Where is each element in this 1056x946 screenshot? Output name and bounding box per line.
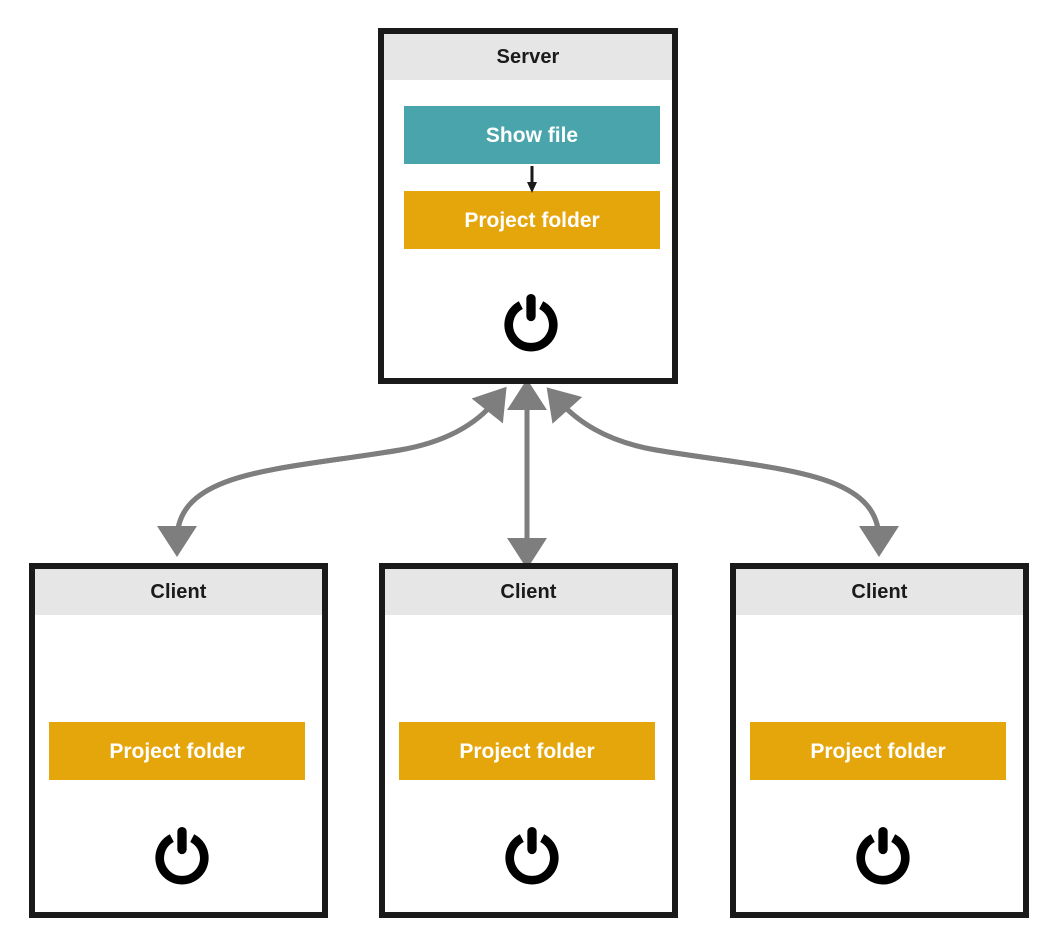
server-title: Server bbox=[496, 46, 560, 68]
client-title-3: Client bbox=[851, 581, 908, 603]
server-inner-down-arrow-icon bbox=[527, 166, 537, 193]
client-power-icon-3[interactable] bbox=[852, 825, 914, 887]
server-header: Server bbox=[384, 34, 672, 80]
server-project-folder-label: Project folder bbox=[464, 208, 600, 232]
client-header-1: Client bbox=[35, 569, 322, 615]
server-power-icon[interactable] bbox=[500, 292, 562, 354]
client-project-folder-label-2: Project folder bbox=[459, 739, 595, 763]
client-node-2[interactable]: Client Project folder bbox=[379, 563, 678, 918]
client-power-icon-2[interactable] bbox=[501, 825, 563, 887]
client-node-3[interactable]: Client Project folder bbox=[730, 563, 1029, 918]
client-project-folder-label-3: Project folder bbox=[810, 739, 946, 763]
server-show-file-label: Show file bbox=[485, 123, 579, 147]
server-show-file-bar[interactable]: Show file bbox=[404, 106, 660, 164]
client-project-folder-bar-1[interactable]: Project folder bbox=[49, 722, 305, 780]
client-project-folder-label-1: Project folder bbox=[109, 739, 245, 763]
server-node[interactable]: Server Show file Project folder bbox=[378, 28, 678, 384]
client-header-2: Client bbox=[385, 569, 672, 615]
client-project-folder-bar-3[interactable]: Project folder bbox=[750, 722, 1006, 780]
server-project-folder-bar[interactable]: Project folder bbox=[404, 191, 660, 249]
client-power-icon-1[interactable] bbox=[151, 825, 213, 887]
edge-server-to-client-right bbox=[546, 387, 899, 557]
client-header-3: Client bbox=[736, 569, 1023, 615]
client-title-1: Client bbox=[150, 581, 207, 603]
client-title-2: Client bbox=[500, 581, 557, 603]
client-project-folder-bar-2[interactable]: Project folder bbox=[399, 722, 655, 780]
edge-server-to-client-left bbox=[157, 386, 507, 557]
client-node-1[interactable]: Client Project folder bbox=[29, 563, 328, 918]
